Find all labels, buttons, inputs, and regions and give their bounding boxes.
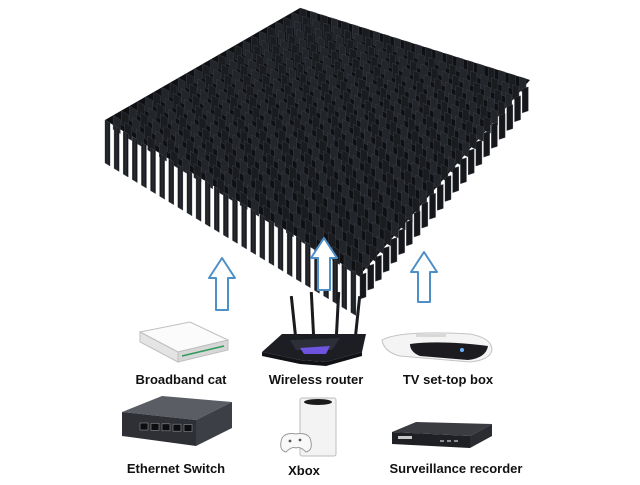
heatsink-side-fin	[467, 148, 475, 176]
heatsink-side-fin	[421, 201, 429, 229]
heatsink-side-fin	[367, 263, 374, 291]
router-icon	[262, 291, 366, 366]
heatsink-fin	[490, 108, 498, 126]
heatsink-side-fin	[359, 272, 367, 300]
device-label-tv-set-top-box: TV set-top box	[402, 372, 494, 387]
heatsink-front-fin	[150, 147, 156, 195]
device-label-surveillance-recorder: Surveillance recorder	[389, 461, 523, 476]
heatsink-side-fin	[475, 139, 483, 167]
heatsink-fin	[476, 124, 484, 142]
heatsink-side-fin	[452, 166, 459, 193]
heatsink-front-fin	[350, 269, 357, 316]
heatsink-fin	[483, 116, 491, 134]
heatsink-front-fin	[214, 186, 220, 233]
modem-icon	[138, 321, 230, 363]
heatsink-side-fin	[491, 122, 498, 149]
game-console-icon	[280, 397, 337, 457]
heatsink-front-fin	[223, 191, 229, 239]
heatsink-front-fin	[305, 241, 311, 289]
heatsink-front-fin	[286, 230, 293, 278]
heatsink-front-fin	[204, 180, 211, 228]
airflow-arrow-left	[208, 257, 236, 311]
heatsink-side-fin	[437, 184, 444, 211]
video-recorder-icon	[392, 422, 492, 448]
heatsink-side-fin	[398, 228, 405, 255]
heatsink-side-fin	[444, 175, 452, 202]
heatsink-image	[104, 7, 530, 316]
heatsink-front-fin	[296, 235, 302, 283]
ethernet-port	[139, 422, 149, 431]
heatsink-front-fin	[123, 130, 129, 178]
heatsink-side-fin	[506, 104, 514, 131]
heatsink-front-fin	[232, 197, 238, 244]
ethernet-port	[150, 423, 160, 431]
airflow-arrow-center	[310, 237, 338, 291]
heatsink-side-fin	[406, 219, 413, 247]
device-label-xbox: Xbox	[288, 463, 320, 478]
set-top-box-icon	[381, 332, 493, 363]
heatsink-front-fin	[341, 263, 347, 311]
heatsink-front-fin	[113, 125, 120, 172]
device-label-broadband-cat: Broadband cat	[135, 372, 227, 387]
heatsink-side-fin	[498, 113, 506, 140]
heatsink-side-fin	[382, 246, 390, 273]
heatsink-front-fin	[259, 213, 266, 261]
heatsink-front-fin	[241, 202, 247, 250]
heatsink-side-fin	[375, 254, 382, 282]
network-switch-icon	[122, 396, 232, 446]
heatsink-front-fin	[159, 152, 165, 200]
heatsink-front-fin	[195, 175, 202, 222]
heatsink-fin	[390, 219, 399, 239]
ethernet-port	[183, 424, 193, 432]
heatsink-side-fin	[514, 95, 521, 123]
heatsink-front-fin	[168, 158, 174, 206]
heatsink-front-fin	[250, 208, 256, 255]
heatsink-side-fin	[390, 237, 398, 264]
heatsink-front-fin	[177, 163, 184, 211]
heatsink-front-fin	[186, 169, 193, 217]
device-label-wireless-router: Wireless router	[268, 372, 364, 387]
heatsink-side-fin	[522, 86, 529, 114]
heatsink-front-fin	[141, 141, 147, 189]
ethernet-port	[161, 423, 171, 432]
heatsink-front-fin	[277, 224, 284, 272]
heatsink-side-fin	[413, 210, 421, 238]
heatsink-front-fin	[132, 136, 138, 183]
airflow-arrow-right	[410, 251, 438, 303]
ethernet-port	[172, 423, 182, 432]
device-label-ethernet-switch: Ethernet Switch	[126, 461, 226, 476]
heatsink-fin	[398, 211, 406, 231]
heatsink-side-fin	[483, 130, 490, 158]
heatsink-side-fin	[429, 192, 436, 220]
heatsink-side-fin	[460, 157, 467, 185]
heatsink-front-fin	[104, 119, 111, 167]
heatsink-front-fin	[268, 219, 275, 266]
heatsink-fin	[469, 132, 477, 150]
